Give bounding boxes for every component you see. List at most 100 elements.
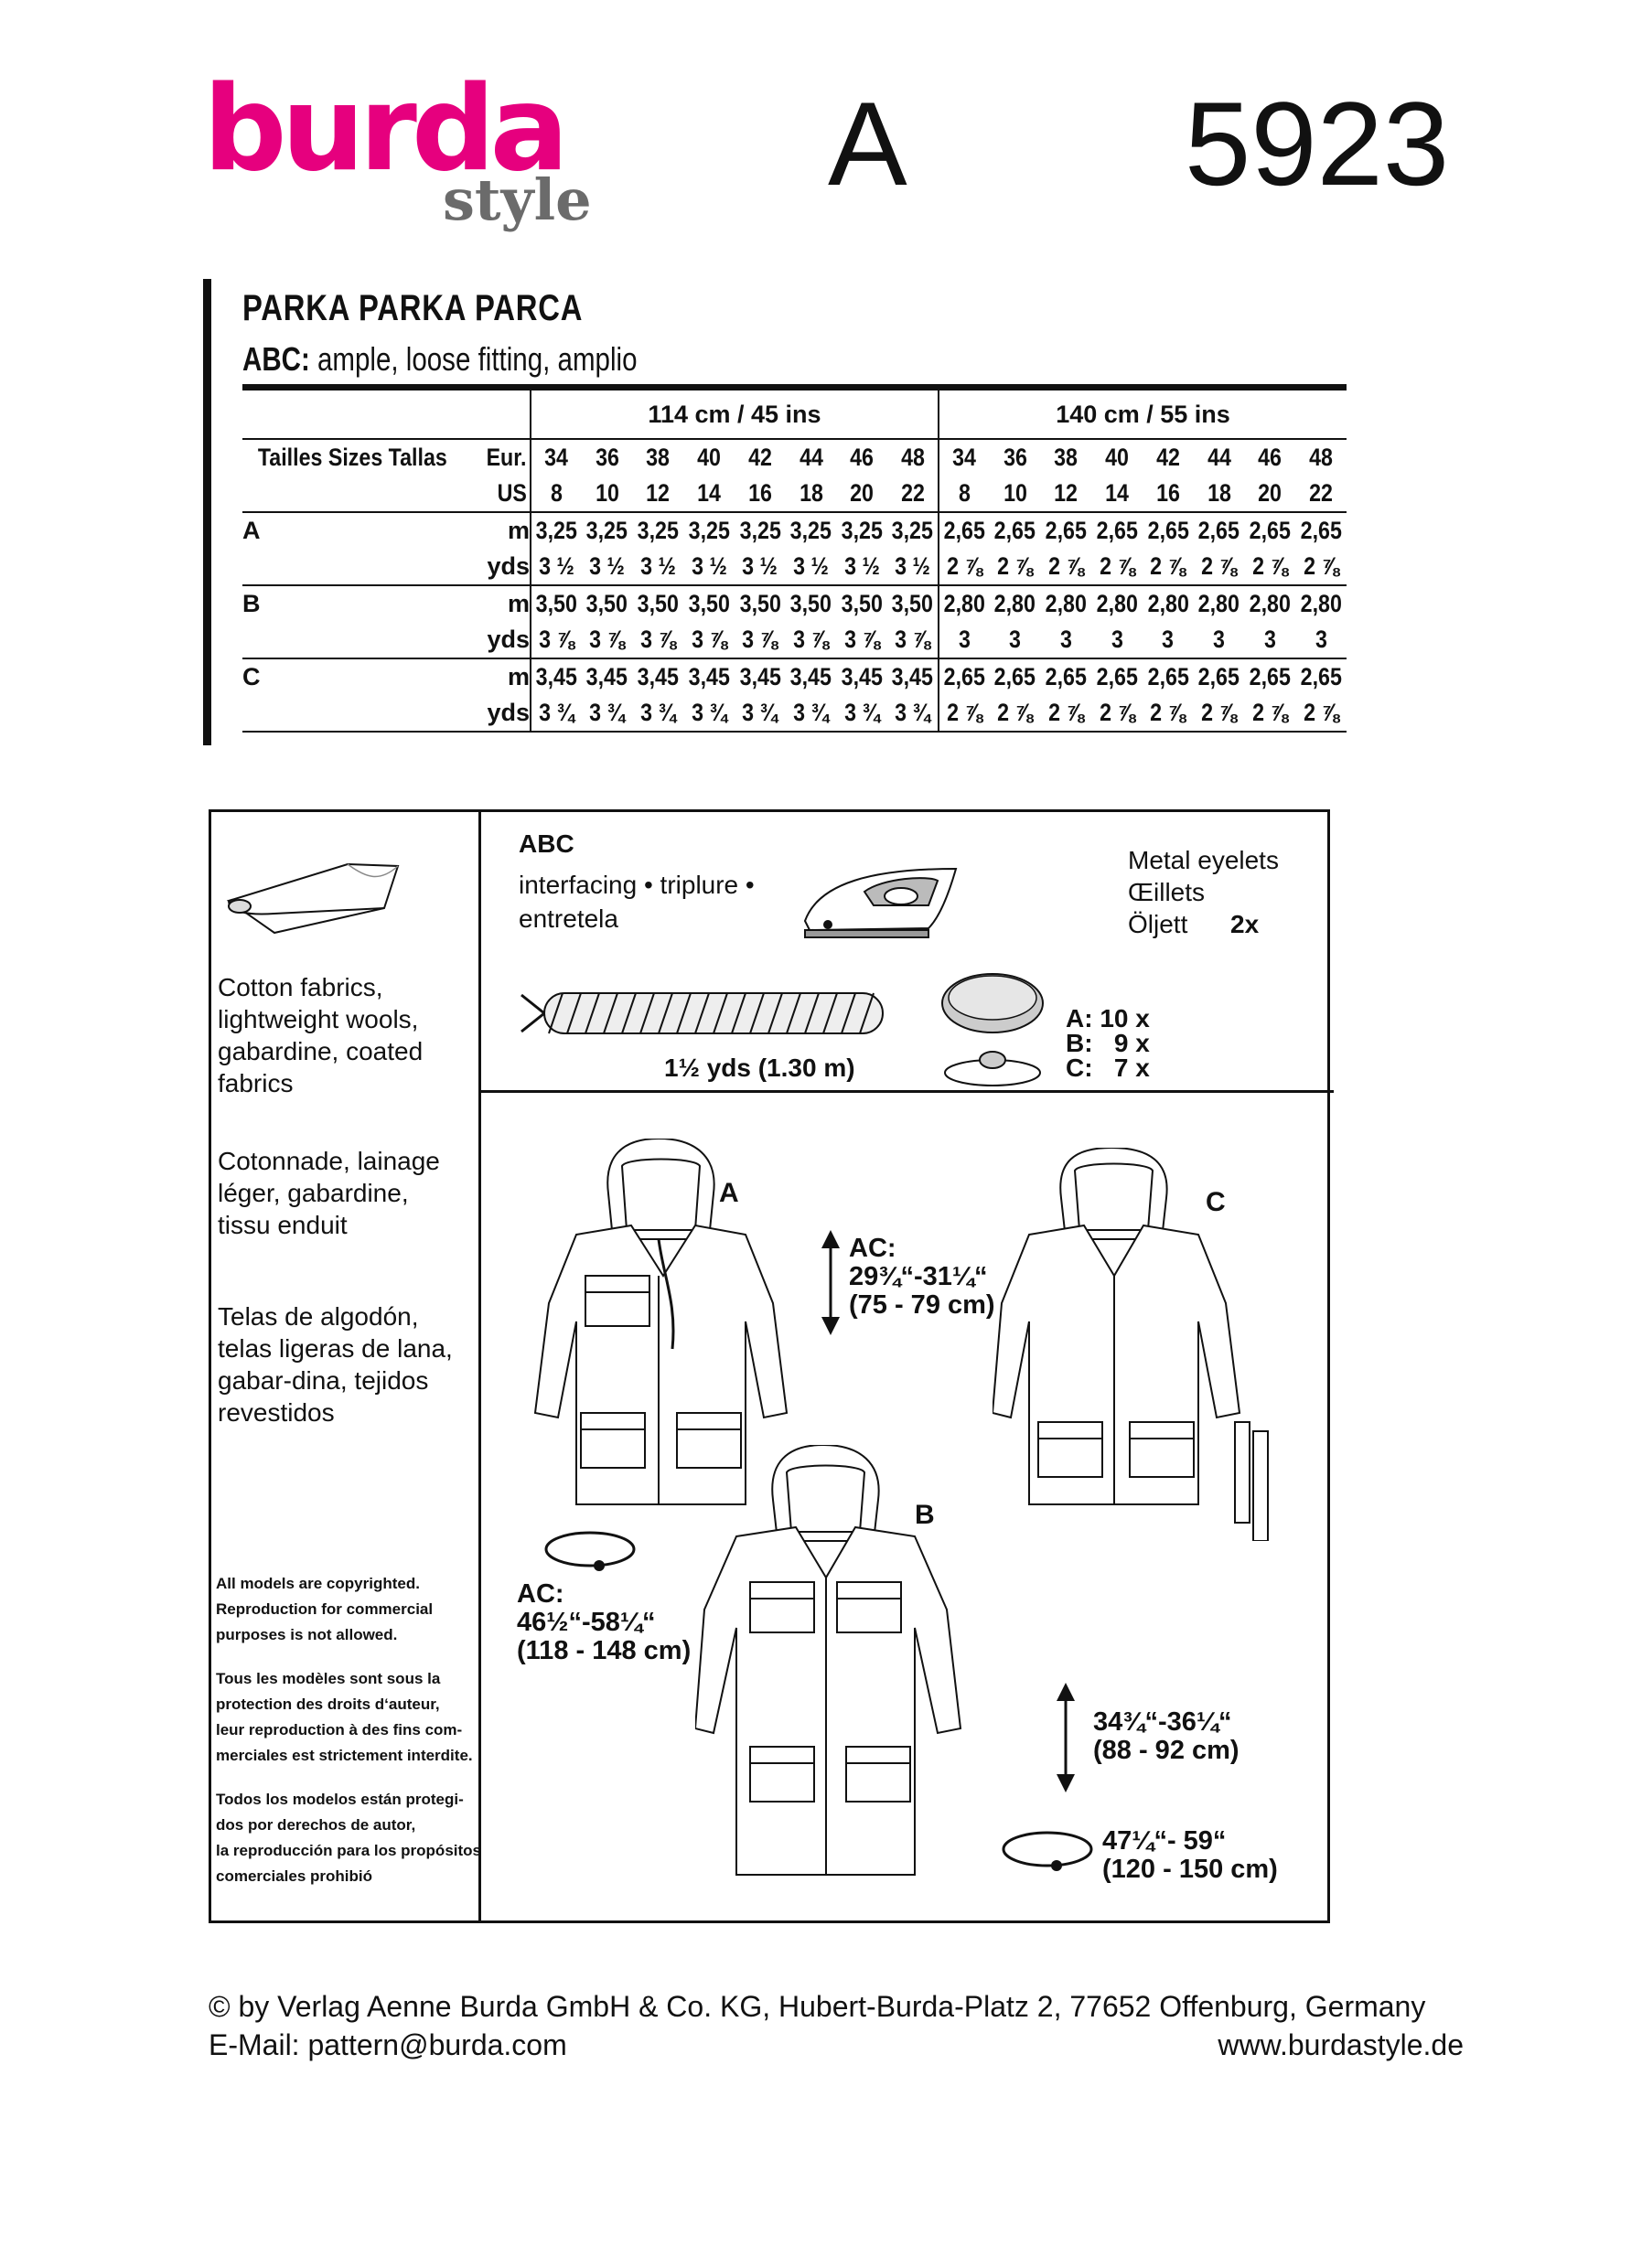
metres-cell-value: 3,45 — [586, 663, 628, 690]
yds-label: yds — [480, 695, 531, 733]
yards-cell-value: 3 ½ — [639, 552, 676, 580]
fabric-suggestions-en: Cotton fabrics, lightweight wools, gabar… — [218, 973, 424, 1097]
yards-cell-value: 3 ¾ — [843, 699, 880, 726]
eyelets-quantity: 2x — [1230, 910, 1260, 938]
logo-sub-text: style — [443, 166, 592, 233]
yards-cell-value: 3 ⅞ — [589, 626, 625, 653]
metres-cell: 3,45 — [836, 658, 888, 695]
yards-cell-value: 3 ½ — [538, 552, 574, 580]
metres-cell-value: 3,25 — [892, 517, 934, 544]
metres-cell-value: 3,45 — [841, 663, 883, 690]
metres-cell-value: 2,65 — [1096, 517, 1138, 544]
eur-size-cell-value: 44 — [799, 444, 823, 471]
fabric-suggestions-fr: Cotonnade, lainage léger, gabardine, tis… — [218, 1147, 440, 1239]
m-label: m — [480, 658, 531, 695]
metres-cell-value: 2,65 — [1249, 517, 1291, 544]
yards-cell: 3 ¾ — [836, 695, 888, 733]
copy-line: Tous les modèles sont sous la — [216, 1670, 441, 1687]
eur-size-cell: 36 — [989, 438, 1041, 476]
yards-cell: 3 ½ — [735, 549, 786, 585]
metres-cell-value: 3,25 — [586, 517, 628, 544]
eyelets-en: Metal eyelets — [1128, 846, 1279, 874]
metres-cell: 3,25 — [581, 511, 633, 549]
yards-cell: 3 ½ — [582, 549, 633, 585]
yards-cell: 3 — [1245, 622, 1296, 658]
yards-cell-value: 2 ⅞ — [1150, 552, 1186, 580]
yards-cell: 3 — [1295, 622, 1347, 658]
view-a-label: A — [719, 1178, 739, 1208]
measure-cm: (118 - 148 cm) — [517, 1636, 692, 1665]
yards-cell-value: 3 ¾ — [538, 699, 574, 726]
yards-cell-value: 3 ⅞ — [742, 626, 778, 653]
metres-cell-value: 2,80 — [994, 590, 1036, 617]
snap-button-icon — [941, 973, 1044, 1086]
us-size-cell-value: 14 — [1105, 479, 1130, 507]
metres-cell-value: 3,50 — [637, 590, 679, 617]
yards-cell: 3 ¾ — [785, 695, 837, 733]
us-size-cell-value: 14 — [697, 479, 722, 507]
metres-cell: 3,25 — [836, 511, 888, 549]
metres-cell: 3,50 — [683, 584, 735, 622]
metres-cell-value: 2,65 — [994, 663, 1036, 690]
eur-size-cell: 34 — [938, 438, 990, 476]
yards-cell: 2 ⅞ — [1194, 549, 1245, 585]
metres-cell: 3,45 — [632, 658, 684, 695]
metres-cell-value: 2,65 — [1300, 517, 1342, 544]
metres-cell-value: 2,65 — [1045, 517, 1087, 544]
metres-cell: 3,45 — [887, 658, 939, 695]
metres-cell: 2,65 — [1244, 511, 1296, 549]
eur-size-cell: 34 — [530, 438, 582, 476]
eur-size-cell-value: 46 — [850, 444, 875, 471]
eur-size-cell: 38 — [1040, 438, 1092, 476]
metres-cell: 3,45 — [581, 658, 633, 695]
yards-cell: 2 ⅞ — [1041, 549, 1092, 585]
yards-cell-value: 2 ⅞ — [1201, 699, 1237, 726]
yards-cell: 2 ⅞ — [1244, 695, 1296, 733]
website-line: www.burdastyle.de — [1218, 2028, 1464, 2061]
metres-cell-value: 2,65 — [1147, 663, 1189, 690]
yards-cell-value: 3 ½ — [589, 552, 625, 580]
copy-line: comerciales prohibió — [216, 1867, 372, 1885]
yards-cell-value: 2 ⅞ — [1251, 552, 1288, 580]
yards-cell-value: 3 ⅞ — [691, 626, 727, 653]
metres-cell: 3,50 — [530, 584, 582, 622]
eur-size-cell-value: 34 — [544, 444, 569, 471]
notions-views: ABC — [519, 829, 574, 858]
yards-cell-value: 3 — [1111, 626, 1123, 653]
eur-size-cell-value: 46 — [1258, 444, 1282, 471]
yards-cell-value: 3 ¾ — [639, 699, 676, 726]
view-c-drawing — [993, 1148, 1269, 1541]
eur-size-cell-value: 36 — [595, 444, 619, 471]
metres-cell-value: 3,25 — [637, 517, 679, 544]
cord-icon — [521, 992, 884, 1034]
metres-cell-value: 2,65 — [943, 663, 985, 690]
metres-cell: 2,65 — [1143, 511, 1194, 549]
metres-cell-value: 2,65 — [1147, 517, 1189, 544]
metres-cell: 2,80 — [1143, 584, 1194, 622]
copy-line: protection des droits d‘auteur, — [216, 1696, 440, 1713]
m-label: m — [480, 511, 531, 549]
yards-cell: 3 — [1194, 622, 1245, 658]
length-arrow-icon — [821, 1230, 840, 1335]
yards-cell: 2 ⅞ — [1295, 549, 1347, 585]
metres-cell-value: 2,80 — [1300, 590, 1342, 617]
yards-cell-value: 2 ⅞ — [946, 552, 982, 580]
metres-cell: 3,25 — [530, 511, 582, 549]
us-size-cell-value: 18 — [1207, 479, 1231, 507]
us-size-cell: 20 — [837, 476, 888, 512]
width-140: 140 cm / 55 ins — [1056, 400, 1230, 428]
us-size-cell: 22 — [1295, 476, 1347, 512]
yards-cell-value: 3 ⅞ — [895, 626, 930, 653]
metres-cell-value: 3,50 — [841, 590, 883, 617]
metres-cell: 3,25 — [735, 511, 786, 549]
subtitle-prefix: ABC: — [242, 340, 310, 378]
metres-cell: 3,25 — [632, 511, 684, 549]
us-size-cell-value: 8 — [958, 479, 971, 507]
iron-icon — [803, 867, 958, 938]
yards-cell-value: 2 ⅞ — [997, 552, 1033, 580]
metres-cell: 2,80 — [1091, 584, 1143, 622]
eur-size-cell-value: 40 — [1105, 444, 1130, 471]
